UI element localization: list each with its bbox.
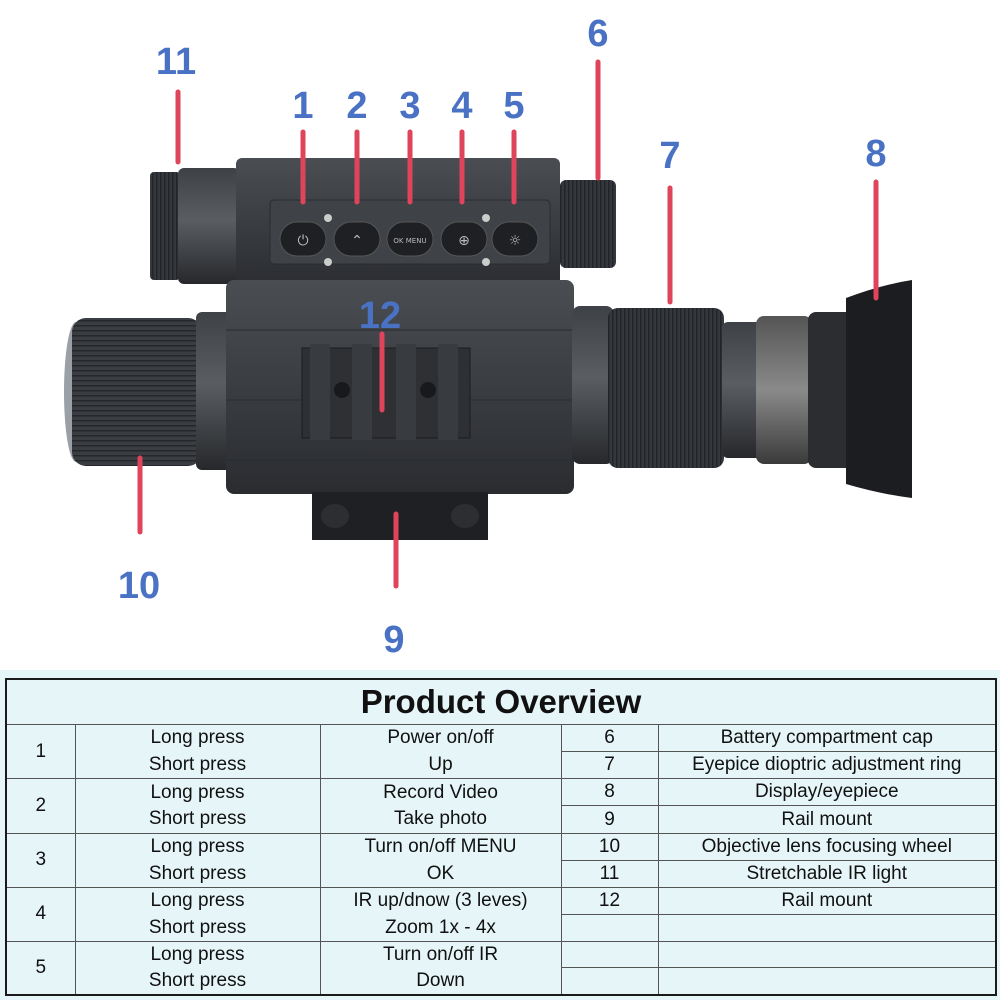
part-name [657,967,997,996]
press-function: Record Video [319,778,562,806]
part-number: 9 [560,805,659,834]
press-type: Short press [74,805,321,834]
table-row: Short press Take photo 9 Rail mount [6,805,997,834]
button-number: 1 [5,723,76,780]
press-function: Power on/off [319,723,562,752]
leader-lines [137,59,879,589]
part-name: Eyepice dioptric adjustment ring [657,751,997,780]
part-name: Rail mount [657,886,997,916]
press-type: Long press [74,886,321,915]
overview-panel: Product Overview 1 Long press Power on/o… [0,670,1000,1000]
press-function: Zoom 1x - 4x [319,914,562,942]
zoom-button[interactable]: ⊕ [440,221,488,257]
camera-icon: ⌃ [351,233,363,249]
callout-9: 9 [383,619,404,661]
button-number: 4 [5,886,76,942]
part-number [560,967,659,996]
table-title: Product Overview [5,678,997,725]
part-number: 11 [560,859,659,888]
callout-8: 8 [865,133,886,175]
button-number: 5 [5,940,76,996]
ir-icon: ☼ [509,233,522,249]
press-type: Short press [74,967,321,996]
callout-6: 6 [587,13,608,55]
part-number [560,914,659,942]
press-type: Long press [74,940,321,968]
bottom-rail-mount [312,492,488,540]
press-type: Long press [74,778,321,806]
part-name: Objective lens focusing wheel [657,832,997,861]
callout-3: 3 [399,85,420,127]
press-type: Long press [74,723,321,752]
callout-10: 10 [118,565,160,607]
callout-2: 2 [346,85,367,127]
part-number: 6 [560,723,659,753]
part-name [657,914,997,942]
table-row: 2 Long press Record Video 8 Display/eyep… [5,778,997,834]
power-button[interactable]: ⏻ [279,221,327,257]
table-row: 1 Long press Power on/off 6 Battery comp… [5,723,997,780]
table-row: Short press Up 7 Eyepice dioptric adjust… [6,751,997,780]
panel-buttons: ⏻ ⌃ OK MENU ⊕ ☼ [279,221,539,257]
product-overview-table: Product Overview 1 Long press Power on/o… [5,678,998,996]
table-row: Short press OK 11 Stretchable IR light [6,859,997,888]
power-icon: ⏻ [297,233,308,249]
part-number: 8 [560,778,659,807]
callout-labels: 1 2 3 4 5 6 7 8 9 10 11 12 [118,13,887,661]
callout-1: 1 [292,85,313,127]
callout-4: 4 [451,85,472,127]
ir-button[interactable]: ☼ [491,221,539,257]
side-rail [301,344,471,440]
record-button[interactable]: ⌃ [333,221,381,257]
eyepiece-assembly [572,280,912,498]
part-name: Display/eyepiece [657,778,997,807]
part-name: Rail mount [657,805,997,834]
press-type: Short press [74,860,321,888]
press-type: Long press [74,832,321,861]
zoom-icon: ⊕ [458,233,470,249]
callout-12: 12 [359,295,401,337]
part-number: 12 [560,886,659,916]
table-row: 4 Long press IR up/dnow (3 leves) 12 Rai… [5,886,997,942]
menu-button[interactable]: OK MENU [386,221,434,257]
part-name [657,940,997,969]
device-diagram: ⏻ ⌃ OK MENU ⊕ ☼ [64,13,912,661]
button-number: 2 [5,778,76,834]
press-function: Up [319,751,562,780]
press-function: IR up/dnow (3 leves) [319,886,562,915]
table-row: Short press Zoom 1x - 4x [6,914,997,942]
table-row: 5 Long press Turn on/off IR [5,940,997,996]
objective-lens [64,312,232,470]
press-function: Turn on/off MENU [319,832,562,861]
press-type: Short press [74,751,321,780]
part-name: Stretchable IR light [657,859,997,888]
press-function: Take photo [319,805,562,834]
menu-icon: OK MENU [393,237,426,245]
press-function: OK [319,860,562,888]
table-row: Short press Down [6,967,997,996]
button-number: 3 [5,832,76,888]
part-name: Battery compartment cap [657,723,997,753]
callout-11: 11 [156,41,196,83]
press-type: Short press [74,914,321,942]
press-function: Turn on/off IR [319,940,562,968]
callout-5: 5 [503,85,524,127]
part-number [560,940,659,969]
part-number: 7 [560,751,659,780]
table-row: 3 Long press Turn on/off MENU 10 Objecti… [5,832,997,888]
press-function: Down [319,967,562,996]
part-number: 10 [560,832,659,861]
callout-7: 7 [659,135,680,177]
ir-light [150,168,240,284]
battery-cap [560,180,616,268]
